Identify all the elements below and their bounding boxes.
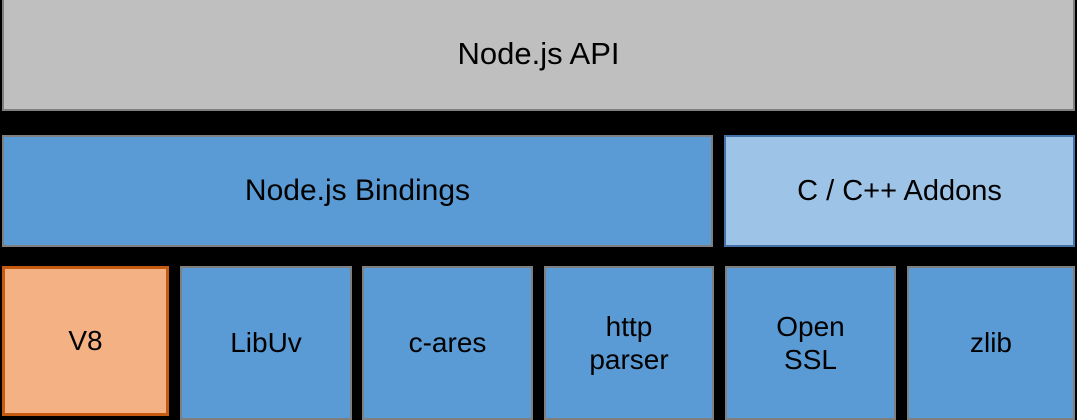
library-box-c-ares: c-ares — [362, 266, 533, 420]
library-box-libuv: LibUv — [180, 266, 352, 420]
layer-node-api: Node.js API — [2, 0, 1075, 111]
layer-c-cpp-addons: C / C++ Addons — [724, 135, 1075, 247]
library-box-zlib: zlib — [907, 266, 1075, 420]
library-box-openssl: Open SSL — [725, 266, 896, 420]
library-box-http-parser: http parser — [544, 266, 714, 420]
library-box-v8: V8 — [2, 266, 169, 416]
layer-node-bindings: Node.js Bindings — [2, 135, 713, 247]
